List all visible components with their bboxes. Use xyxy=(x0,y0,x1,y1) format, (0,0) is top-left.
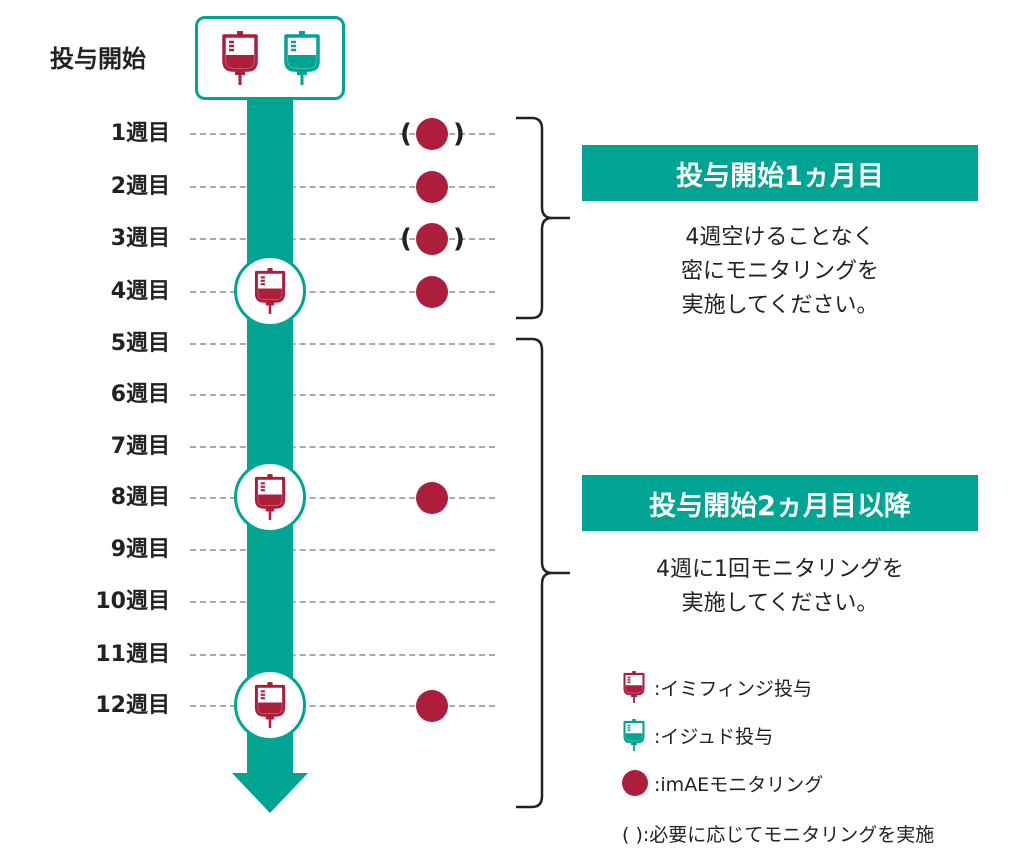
monitoring-dot-week-3 xyxy=(416,223,448,255)
week-label: 9週目 xyxy=(110,537,170,562)
week-line xyxy=(190,133,495,135)
week-line xyxy=(190,343,495,345)
week-line xyxy=(190,291,495,293)
optional-paren-open: ( xyxy=(400,119,412,149)
legend-item-imfinzi: :イミフィンジ投与 xyxy=(622,670,812,704)
teal-iv-bag-icon xyxy=(622,719,646,751)
optional-paren-open: ( xyxy=(400,224,412,254)
timeline-arrow-shaft xyxy=(247,100,293,775)
legend-label: :imAEモニタリング xyxy=(654,773,824,796)
week-line xyxy=(190,186,495,188)
monitoring-dot-week-2 xyxy=(416,171,448,203)
week-line xyxy=(190,394,495,396)
monitoring-dot-week-12 xyxy=(416,690,448,722)
week-line xyxy=(190,446,495,448)
week-line xyxy=(190,601,495,603)
week-label: 11週目 xyxy=(95,642,170,667)
week-label: 5週目 xyxy=(110,331,170,356)
infusion-marker-week-4 xyxy=(234,255,306,327)
phase-2-brace xyxy=(516,337,570,809)
week-label: 12週目 xyxy=(95,693,170,718)
week-label: 1週目 xyxy=(110,121,170,146)
week-label: 8週目 xyxy=(110,485,170,510)
phase-1-brace xyxy=(516,116,570,320)
week-line xyxy=(190,549,495,551)
red-iv-bag-icon xyxy=(622,671,646,703)
red-dot-icon xyxy=(622,770,648,796)
week-label: 6週目 xyxy=(110,382,170,407)
week-label: 10週目 xyxy=(95,589,170,614)
phase-2-description: 4週に1回モニタリングを 実施してください。 xyxy=(656,557,904,616)
red-iv-bag-icon xyxy=(253,682,287,728)
phase-2-title: 投与開始2ヵ月目以降 xyxy=(582,475,978,531)
teal-iv-bag-icon xyxy=(282,31,322,85)
phase-1-title: 投与開始1ヵ月目 xyxy=(582,145,978,201)
infusion-marker-week-12 xyxy=(234,669,306,741)
week-line xyxy=(190,238,495,240)
legend-label: :イジュド投与 xyxy=(654,725,774,748)
timeline-arrowhead xyxy=(232,773,308,813)
week-label: 3週目 xyxy=(110,226,170,251)
optional-paren-close: ) xyxy=(453,119,465,149)
start-box xyxy=(195,16,345,100)
week-label: 4週目 xyxy=(110,279,170,304)
week-line xyxy=(190,497,495,499)
monitoring-dot-week-1 xyxy=(416,118,448,150)
monitoring-dot-week-4 xyxy=(416,276,448,308)
phase-1-description: 4週空けることなく 密にモニタリングを 実施してください。 xyxy=(680,225,879,318)
legend-label: ( ):必要に応じてモニタリングを実施 xyxy=(622,823,935,846)
week-label: 2週目 xyxy=(110,174,170,199)
legend-item-optional: ( ):必要に応じてモニタリングを実施 xyxy=(622,816,934,850)
optional-paren-close: ) xyxy=(453,224,465,254)
week-line xyxy=(190,705,495,707)
red-iv-bag-icon xyxy=(253,268,287,314)
legend-item-monitoring: :imAEモニタリング xyxy=(622,766,823,800)
legend-label: :イミフィンジ投与 xyxy=(654,677,813,700)
week-line xyxy=(190,654,495,656)
infusion-marker-week-8 xyxy=(234,461,306,533)
start-label: 投与開始 xyxy=(50,45,146,73)
monitoring-dot-week-8 xyxy=(416,482,448,514)
week-label: 7週目 xyxy=(110,434,170,459)
red-iv-bag-icon xyxy=(253,474,287,520)
red-iv-bag-icon xyxy=(220,31,260,85)
legend-item-imjudo: :イジュド投与 xyxy=(622,718,773,752)
